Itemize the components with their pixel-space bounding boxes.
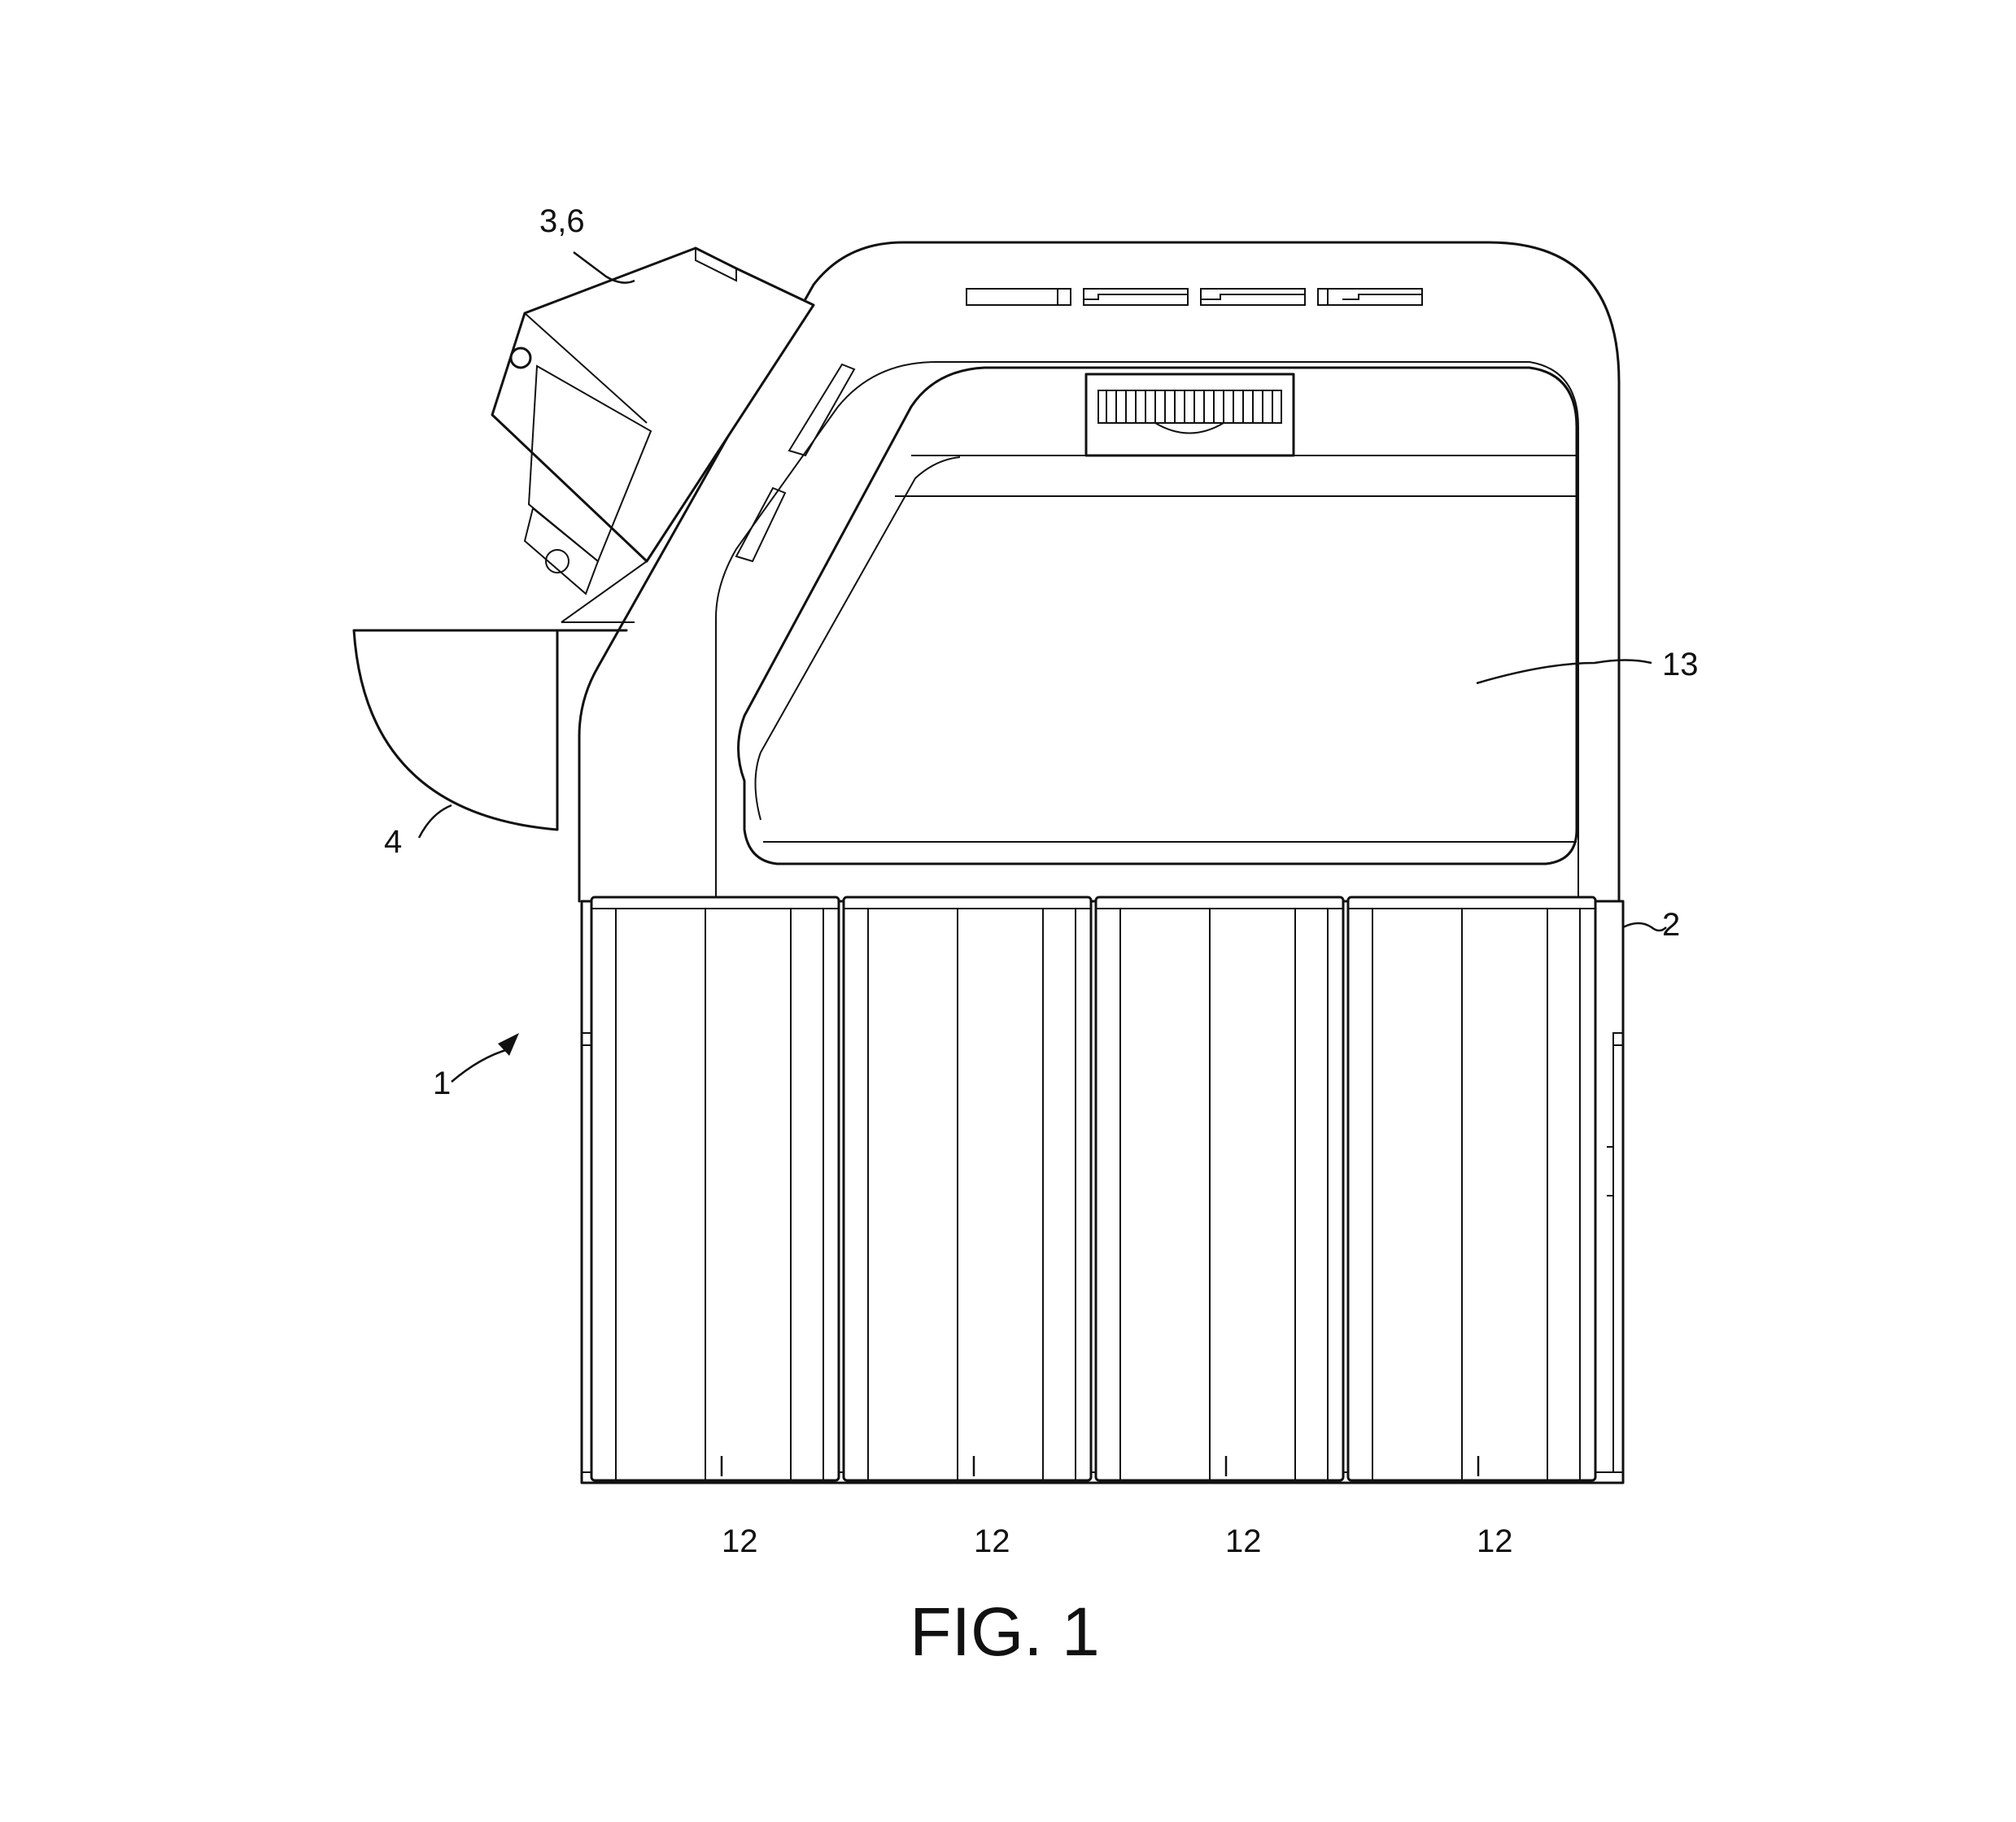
pivot-circle: [511, 348, 530, 368]
container-13: [739, 368, 1577, 864]
label-ref-12: 12: [974, 1523, 1010, 1559]
label-ref-13: 13: [1662, 647, 1699, 682]
flap-4: [354, 630, 626, 830]
top-vents: [967, 289, 1422, 305]
base-2: [582, 897, 1623, 1483]
label-ref-1: 1: [433, 1066, 451, 1101]
dispenser-head: [492, 248, 814, 622]
compartment-12: [591, 897, 839, 1480]
label-ref-12: 12: [722, 1523, 758, 1559]
label-ref-3-6: 3,6: [539, 203, 585, 239]
compartment-frame: [591, 897, 839, 1480]
compartment-frame: [1348, 897, 1595, 1480]
compartment-frame: [1096, 897, 1343, 1480]
figure-caption: FIG. 1: [910, 1593, 1099, 1670]
container-handle: [1086, 374, 1294, 456]
compartment-12: [844, 897, 1091, 1480]
label-ref-12: 12: [1477, 1523, 1513, 1559]
label-ref-4: 4: [384, 824, 402, 860]
compartment-12: [1096, 897, 1343, 1480]
compartment-12: [1348, 897, 1595, 1480]
label-ref-2: 2: [1662, 907, 1680, 943]
compartment-frame: [844, 897, 1091, 1480]
label-ref-12: 12: [1225, 1523, 1262, 1559]
